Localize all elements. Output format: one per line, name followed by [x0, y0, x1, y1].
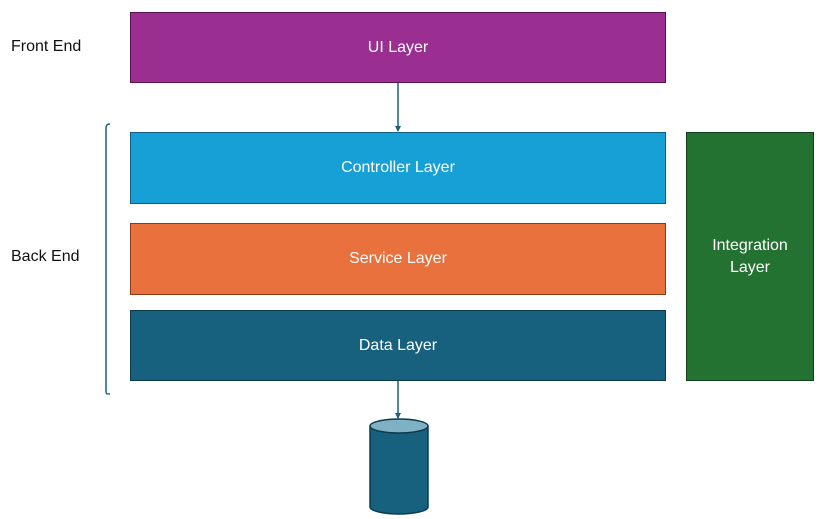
- ui-layer-label: UI Layer: [367, 38, 429, 56]
- data-layer-label: Data Layer: [358, 336, 438, 354]
- controller-layer-box: Controller Layer: [130, 132, 666, 204]
- controller-layer-label: Controller Layer: [341, 159, 455, 176]
- back-end-bracket: [105, 123, 111, 395]
- service-layer-box: Service Layer: [130, 223, 666, 295]
- ui-layer-box: UI Layer: [130, 12, 666, 83]
- database-cylinder-icon: [369, 418, 429, 515]
- database-body: [369, 426, 429, 515]
- service-layer-label: Service Layer: [349, 250, 447, 267]
- front-end-label: Front End: [11, 38, 82, 55]
- data-layer-box: Data Layer: [130, 310, 666, 381]
- integration-layer-box: Integration Layer: [686, 132, 814, 381]
- back-end-label: Back End: [11, 248, 80, 265]
- integration-layer-label: Integration Layer: [712, 236, 788, 276]
- database-top: [369, 418, 429, 434]
